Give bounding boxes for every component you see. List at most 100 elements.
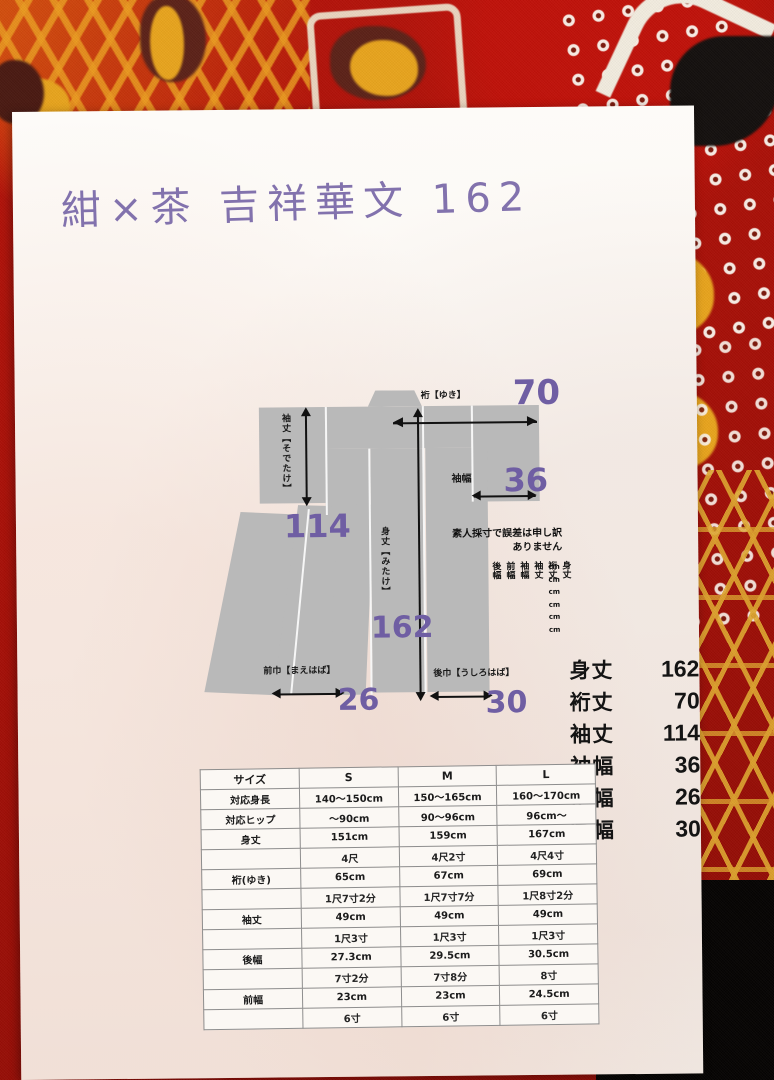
blank-field-row: 後幅 — [490, 561, 503, 579]
kimono-diagram: 裄【ゆき】 70 袖幅 36 袖丈【そでたけ】 114 身丈【みたけ】 162 — [204, 373, 572, 748]
table-header-cell: サイズ — [200, 768, 300, 790]
table-cell: 24.5cm — [499, 983, 599, 1006]
table-cell: 7寸2分 — [302, 966, 402, 989]
blank-field-label: 後幅 — [491, 561, 502, 580]
table-cell: 4尺4寸 — [497, 843, 597, 866]
handwritten-maehaba-value: 26 — [337, 682, 380, 718]
diagram-label-maehaba: 前巾【まえはば】 — [263, 665, 336, 677]
table-cell: 30.5cm — [499, 943, 599, 966]
table-cell: 1尺3寸 — [400, 925, 500, 947]
diagram-label-ushirohaba: 後巾【うしろはば】 — [433, 668, 515, 679]
table-cell: 65cm — [300, 866, 400, 889]
unit-cm: cm — [548, 612, 561, 621]
measurement-value: 70 — [673, 687, 700, 714]
table-cell: 29.5cm — [400, 945, 500, 967]
table-row-label: 前幅 — [203, 988, 303, 1010]
ushirohaba-arrow-line — [433, 695, 490, 698]
mitake-arrow-head-bottom — [415, 692, 426, 702]
table-cell: 90〜96cm — [398, 805, 498, 827]
blank-field-row: 袖丈 — [532, 561, 545, 579]
measurement-value: 36 — [674, 751, 701, 778]
measurement-value: 114 — [662, 719, 701, 746]
table-cell: 160〜170cm — [496, 783, 596, 806]
measurement-label: 身丈 — [569, 658, 614, 683]
table-cell: 167cm — [497, 823, 597, 846]
table-cell: 1尺8寸2分 — [498, 883, 598, 906]
table-row-label: 袖丈 — [202, 908, 302, 930]
yuki-arrow-head-left — [392, 417, 404, 428]
kimono-collar-shape — [368, 390, 422, 407]
blank-field-row: 身丈 — [560, 561, 573, 579]
table-header-cell: M — [397, 765, 497, 787]
table-cell: 49cm — [399, 905, 499, 927]
measurement-value: 26 — [674, 783, 701, 810]
blank-field-label: 前幅 — [505, 561, 516, 580]
unit-cm: cm — [548, 600, 561, 609]
diagram-label-sodehaba: 袖幅 — [451, 473, 472, 485]
table-cell: 49cm — [301, 906, 401, 929]
table-cell: 96cm〜 — [497, 803, 596, 826]
blank-field-row: 袖幅 — [518, 561, 531, 579]
fabric-gold-blob — [150, 6, 184, 80]
table-cell: 6寸 — [401, 1005, 501, 1027]
table-cell: 7寸8分 — [400, 965, 500, 987]
unit-cm: cm — [548, 587, 561, 596]
handwritten-mitake-value: 162 — [370, 609, 434, 646]
table-row-label — [203, 1008, 303, 1030]
handwritten-ushirohaba-value: 30 — [485, 685, 528, 721]
table-row-label: 裄(ゆき) — [201, 868, 301, 890]
table-header-cell: S — [299, 766, 399, 789]
table-cell: 67cm — [399, 865, 499, 887]
note-line-1: 素人採寸で誤差は申し訳 — [452, 527, 563, 540]
handwritten-sodetake-value: 114 — [283, 506, 351, 546]
table-cell: 4尺2寸 — [398, 845, 498, 867]
sodetake-arrow-head-top — [300, 407, 311, 417]
fabric-gold-blob — [350, 40, 418, 96]
kimono-body-left — [325, 448, 370, 514]
table-cell: 1尺3寸 — [301, 926, 401, 949]
yuki-arrow-head-right — [526, 415, 538, 427]
measurement-label: 袖丈 — [569, 722, 615, 747]
maehaba-arrow-head-left — [271, 688, 281, 699]
table-cell: 151cm — [300, 826, 399, 849]
blank-field-label: 袖丈 — [533, 560, 544, 580]
table-row-label: 身丈 — [201, 828, 301, 850]
table-cell: 23cm — [401, 985, 500, 1007]
table-cell: 1尺7寸2分 — [300, 886, 400, 909]
table-row-label — [201, 888, 302, 910]
diagram-disclaimer-note: 素人採寸で誤差は申し訳 ありません — [412, 527, 562, 555]
table-cell: 159cm — [398, 825, 498, 847]
table-row-label — [202, 928, 302, 950]
unit-cm: cm — [548, 562, 560, 571]
blank-field-label: 袖幅 — [519, 561, 530, 580]
table-row-label: 後幅 — [202, 948, 303, 970]
table-cell: 6寸 — [302, 1006, 402, 1029]
table-row-label: 対応身長 — [200, 788, 300, 810]
unit-cm: cm — [548, 575, 561, 584]
handwritten-yuki-value: 70 — [512, 372, 561, 414]
table-cell: 27.3cm — [301, 946, 401, 969]
diagram-label-sodetake: 袖丈【そでたけ】 — [279, 413, 291, 494]
diagram-label-mitake: 身丈【みたけ】 — [378, 526, 390, 597]
table-row-label — [201, 848, 301, 870]
measurement-value: 30 — [675, 815, 702, 842]
table-cell: 150〜165cm — [398, 785, 498, 807]
measurement-row: 裄丈 70 — [570, 685, 700, 718]
mitake-arrow-head-top — [412, 408, 423, 418]
blank-field-label: 身丈 — [561, 560, 572, 579]
table-cell: 4尺 — [300, 846, 400, 869]
measurement-row: 身丈 162 — [569, 653, 699, 686]
table-row-label — [203, 968, 303, 990]
table-cell: 6寸 — [499, 1003, 599, 1026]
table-cell: 1尺3寸 — [498, 923, 598, 946]
unit-cm: cm — [548, 625, 561, 634]
measurement-value: 162 — [660, 655, 700, 682]
table-header-cell: L — [496, 763, 596, 786]
size-chart-table: サイズ S M L 対応身長 140〜150cm 150〜165cm 160〜1… — [200, 763, 600, 1030]
measurement-label: 裄丈 — [569, 690, 614, 715]
sodehaba-arrow-head-left — [471, 490, 481, 501]
table-cell: 8寸 — [499, 963, 599, 986]
table-cell: 49cm — [498, 903, 598, 926]
table-cell: 〜90cm — [299, 806, 399, 829]
